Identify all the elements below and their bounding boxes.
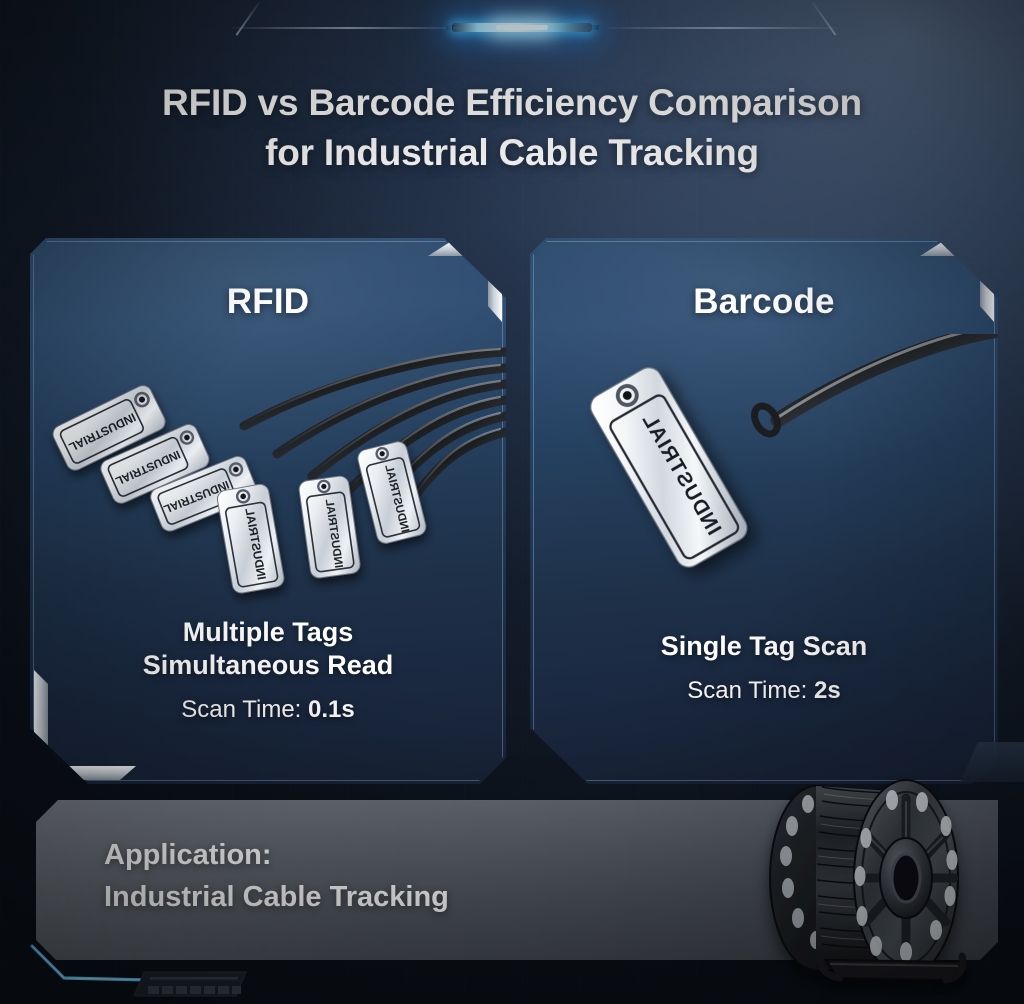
- bottom-hud-svg: [30, 944, 247, 997]
- card-barcode-heading: Barcode: [693, 282, 835, 321]
- barcode-tag-illustration: INDUSTRIAL: [530, 334, 998, 634]
- hud-glow-core: [496, 25, 548, 30]
- application-panel-text: Application: Industrial Cable Tracking: [104, 834, 449, 918]
- top-hud-bar: [0, 0, 1024, 56]
- rfid-tags-illustration: INDUSTRIAL INDUSTRIAL: [30, 334, 506, 634]
- hud-tick-left: [446, 25, 453, 30]
- application-label: Application:: [104, 839, 272, 871]
- card-barcode-background: [530, 238, 998, 784]
- card-rfid-scan-time: Scan Time: 0.1s: [30, 696, 506, 724]
- bottom-hud: [22, 944, 352, 1002]
- card-rfid-scan-value: 0.1s: [308, 696, 355, 723]
- card-barcode-caption-line-1: Single Tag Scan: [660, 631, 868, 661]
- card-rfid-scan-label: Scan Time:: [181, 696, 308, 723]
- page-title: RFID vs Barcode Efficiency Comparison fo…: [0, 78, 1024, 178]
- application-value: Industrial Cable Tracking: [104, 881, 449, 913]
- card-rfid-caption-line-1: Multiple Tags: [182, 617, 354, 647]
- hud-diagonal-left: [235, 1, 261, 36]
- hud-tick-right: [592, 25, 599, 30]
- card-rfid-heading: RFID: [226, 282, 310, 321]
- comparison-cards: RFID: [30, 238, 998, 784]
- card-rfid-caption-line-2: Simultaneous Read: [142, 650, 394, 680]
- rfid-tags-svg: INDUSTRIAL INDUSTRIAL: [30, 334, 506, 634]
- card-rfid-caption: Multiple Tags Simultaneous Read Scan Tim…: [30, 616, 506, 724]
- card-barcode-scan-value: 2s: [814, 677, 841, 704]
- card-barcode[interactable]: Barcode: [530, 238, 998, 784]
- page-title-line-2: for Industrial Cable Tracking: [265, 132, 759, 173]
- cable-spool-svg: [769, 779, 967, 984]
- page-title-line-1: RFID vs Barcode Efficiency Comparison: [162, 82, 862, 123]
- hud-diagonal-right: [811, 1, 837, 36]
- card-barcode-scan-label: Scan Time:: [687, 677, 814, 704]
- cable-spool-illustration: [700, 756, 1000, 996]
- hud-line-right: [608, 27, 838, 29]
- hud-line-left: [232, 27, 462, 29]
- card-barcode-caption: Single Tag Scan Scan Time: 2s: [530, 630, 998, 705]
- card-rfid[interactable]: RFID: [30, 238, 506, 784]
- barcode-tag-svg: INDUSTRIAL: [530, 334, 998, 634]
- card-barcode-scan-time: Scan Time: 2s: [530, 677, 998, 705]
